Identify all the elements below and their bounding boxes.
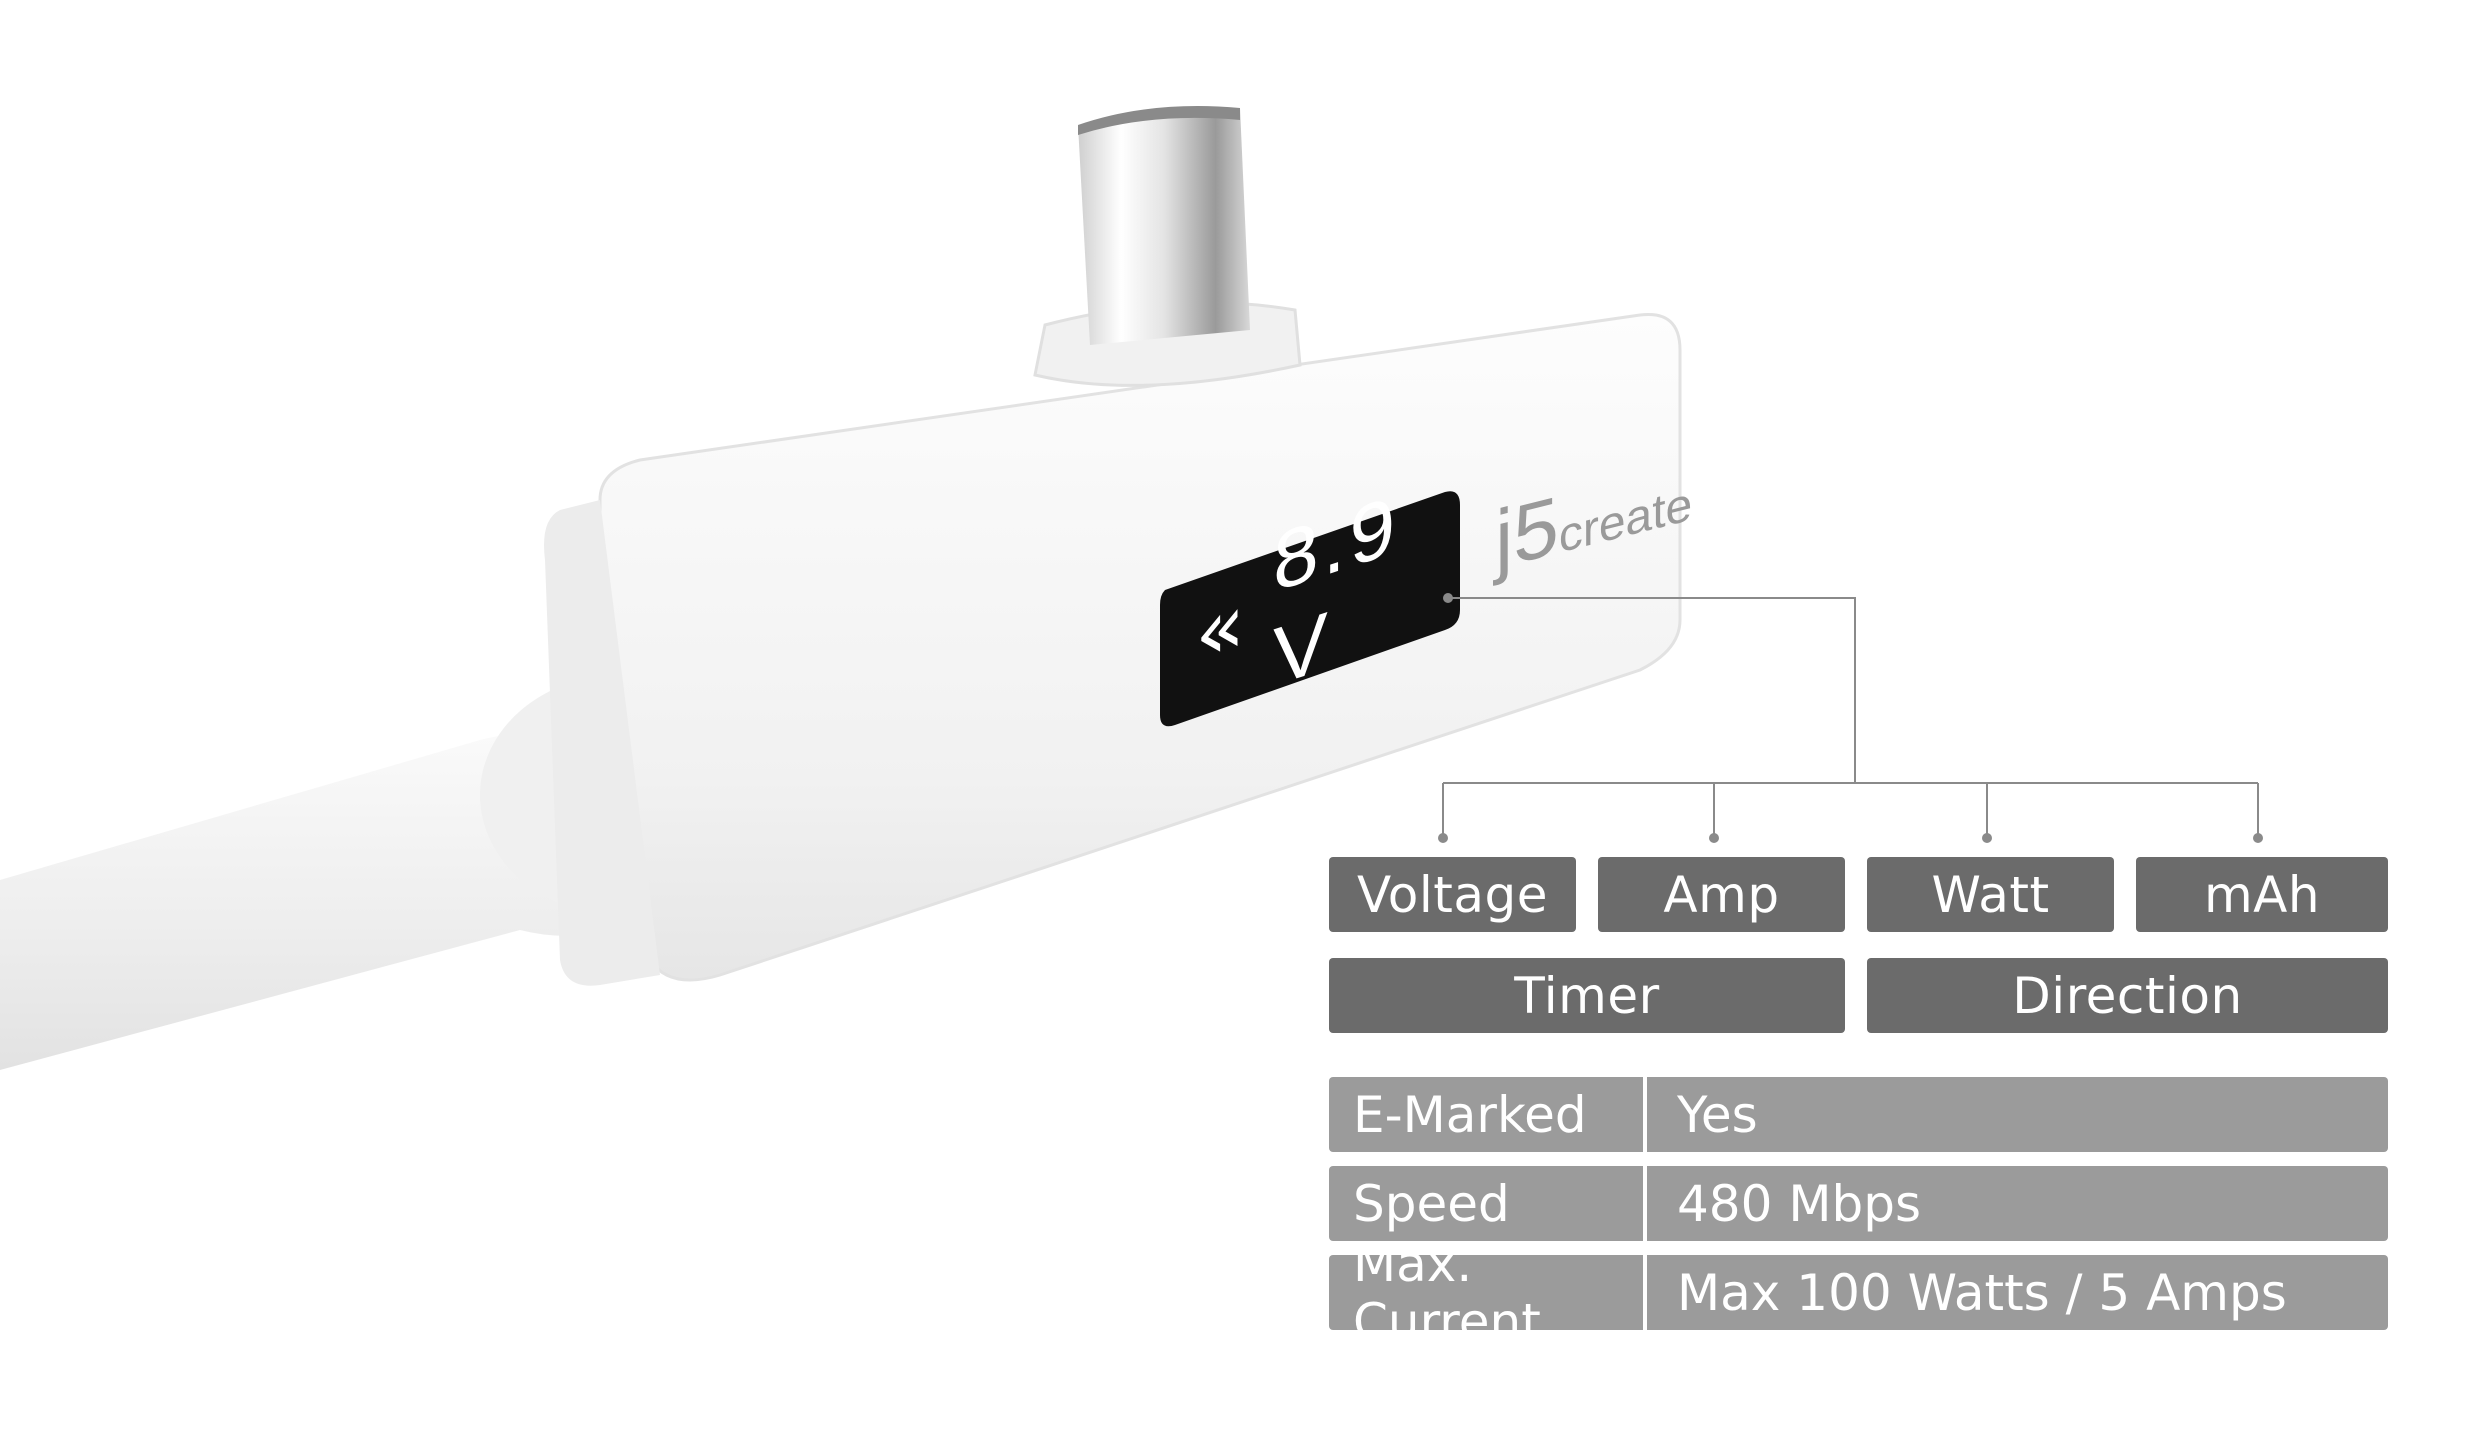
spec-value: Max 100 Watts / 5 Amps [1677, 1263, 2287, 1322]
spec-key: E-Marked [1329, 1077, 1647, 1152]
spec-value: Yes [1677, 1085, 1758, 1144]
tag-watt: Watt [1867, 857, 2114, 932]
tag-direction: Direction [1867, 958, 2388, 1033]
oled-screen [1160, 491, 1460, 727]
usb-c-plug [1078, 106, 1250, 345]
spec-value: 480 Mbps [1677, 1174, 1921, 1233]
tag-voltage: Voltage [1329, 857, 1576, 932]
spec-row-speed: Speed 480 Mbps [1329, 1166, 2388, 1241]
spec-row-e-marked: E-Marked Yes [1329, 1077, 2388, 1152]
logo-mark: j5 [1495, 479, 1559, 587]
tag-amp: Amp [1598, 857, 1845, 932]
spec-key: Speed [1329, 1166, 1647, 1241]
tag-timer: Timer [1329, 958, 1845, 1033]
direction-arrow-icon: « [1195, 573, 1246, 685]
tag-mah: mAh [2136, 857, 2388, 932]
spec-key: Max. Current [1329, 1235, 1647, 1351]
spec-row-max-current: Max. Current Max 100 Watts / 5 Amps [1329, 1235, 2388, 1351]
